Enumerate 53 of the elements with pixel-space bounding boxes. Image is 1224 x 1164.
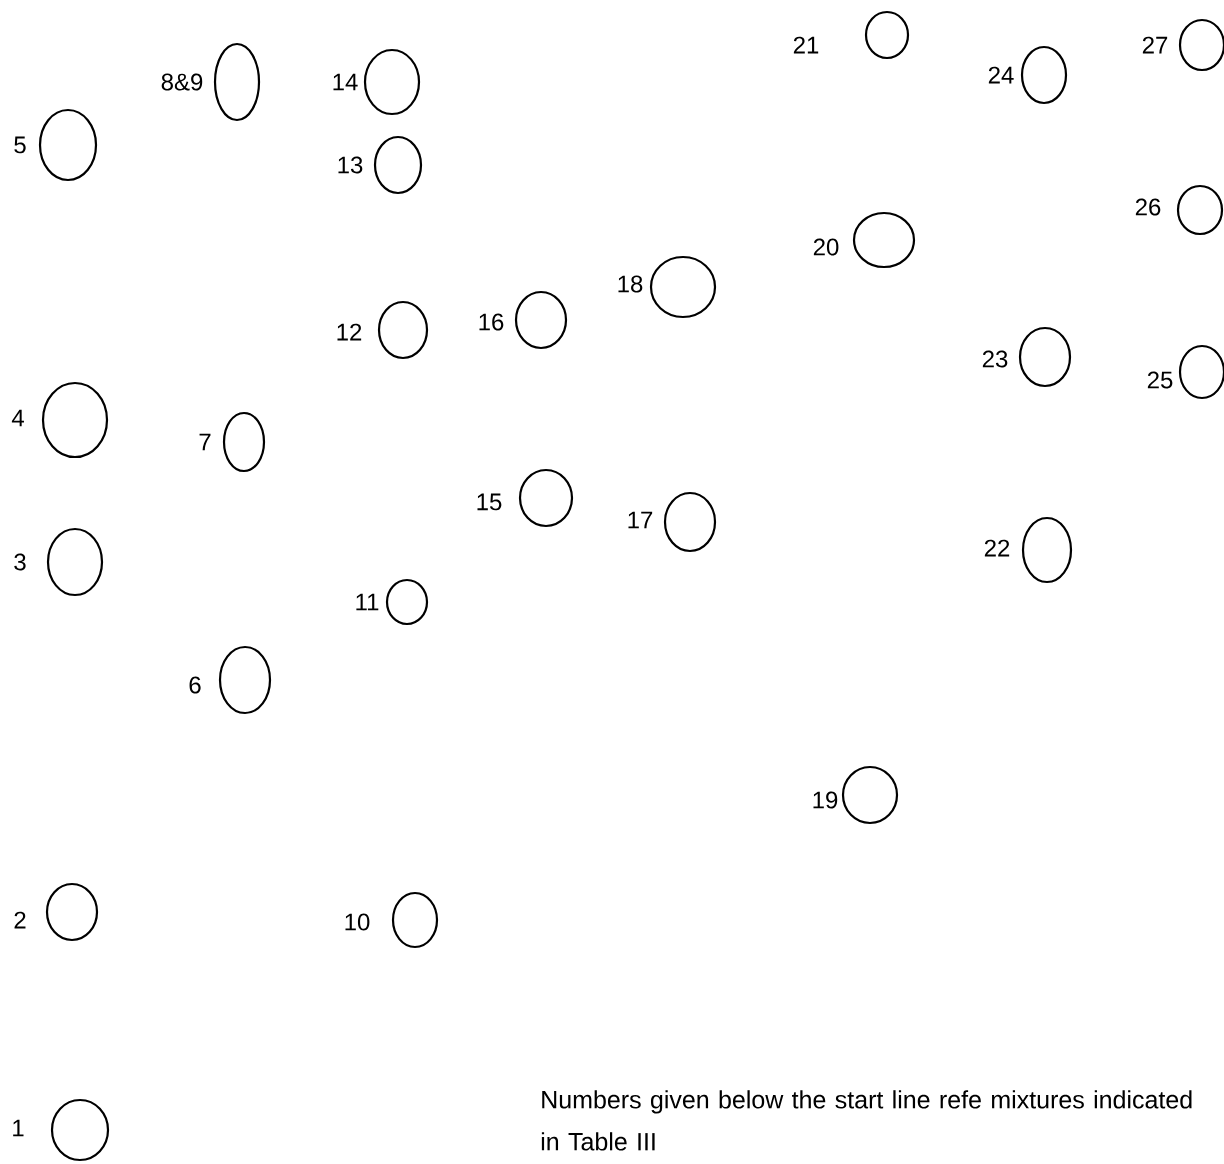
spot	[649, 255, 717, 319]
spot-number: 19	[813, 791, 838, 809]
spot-number: 13	[338, 156, 363, 174]
spot	[1176, 184, 1224, 236]
spot-number: 11	[356, 593, 379, 611]
spot	[1178, 344, 1224, 400]
spot-number: 23	[982, 350, 1008, 368]
spot	[1021, 516, 1073, 584]
spot-number: 26	[1135, 198, 1161, 216]
spot	[385, 578, 429, 626]
spot-number: 10	[345, 913, 370, 931]
spot	[663, 491, 717, 553]
spot-number: 25	[1147, 371, 1173, 389]
spot	[1178, 18, 1224, 72]
spot	[41, 381, 109, 459]
spot-number: 6	[189, 676, 201, 694]
spot-number: 17	[628, 511, 653, 529]
spot	[45, 882, 99, 942]
spot-number: 15	[477, 493, 502, 511]
caption: Numbers given below the start line refe mixtures indicated in Table III	[541, 1090, 1192, 1151]
spot	[373, 135, 423, 195]
spot	[377, 300, 429, 360]
spot	[518, 468, 574, 528]
spot-number: 21	[793, 36, 819, 54]
spot-number: 5	[14, 136, 26, 154]
spot	[1018, 326, 1072, 388]
spot-number: 7	[199, 433, 211, 451]
spot	[1020, 45, 1068, 105]
spot-number: 20	[813, 238, 839, 256]
spot	[391, 891, 439, 949]
spot-number: 16	[479, 313, 504, 331]
spot-number: 4	[11, 409, 24, 427]
spot-number: 1	[13, 1119, 24, 1137]
spot-number: 27	[1142, 36, 1168, 54]
spot-number: 2	[14, 911, 26, 929]
spot-number: 22	[984, 539, 1010, 557]
spot	[864, 10, 910, 60]
spot	[514, 290, 568, 350]
spot-number: 8&9	[161, 73, 203, 91]
spot	[363, 48, 421, 116]
spot	[222, 411, 266, 473]
spot	[38, 108, 98, 182]
spot-number: 3	[14, 553, 26, 571]
spot	[50, 1098, 110, 1162]
spot	[852, 211, 916, 269]
spot	[46, 527, 104, 597]
spot-number: 24	[988, 66, 1014, 84]
spot-number: 18	[618, 275, 643, 293]
spot	[213, 42, 261, 122]
spot-number: 14	[333, 73, 358, 91]
spot	[218, 645, 272, 715]
spot	[841, 765, 899, 825]
spot-number: 12	[337, 323, 362, 341]
